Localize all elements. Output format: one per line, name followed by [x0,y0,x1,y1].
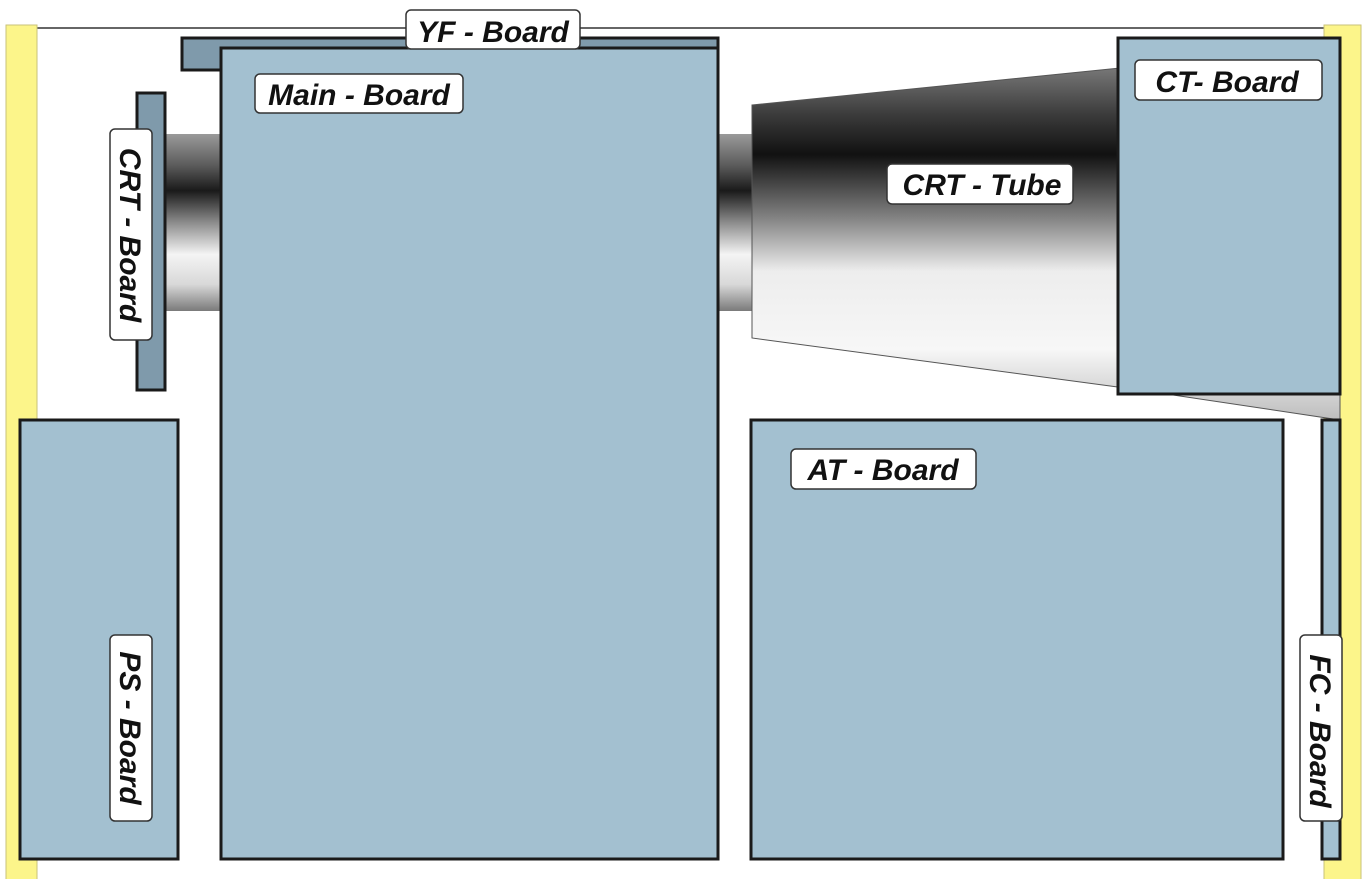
fc-board-label: FC - Board [1299,634,1343,822]
fc-board-label-text: FC - Board [1303,654,1336,808]
at-board [749,418,1285,861]
yf-board-label: YF - Board [405,9,581,50]
yf-board-label-text: YF - Board [417,16,569,49]
main-board [219,46,720,861]
ps-board-label-text: PS - Board [113,651,146,805]
main-board-label-text: Main - Board [268,79,450,112]
ct-board-label-text: CT- Board [1155,66,1299,99]
at-board-label-text: AT - Board [806,454,959,487]
at-board-label: AT - Board [790,448,977,490]
crt-board-label: CRT - Board [109,128,153,341]
ps-board [18,418,180,861]
ps-board-label: PS - Board [109,634,153,822]
main-board-label: Main - Board [254,73,464,114]
crt-board-label-text: CRT - Board [113,148,146,323]
crt-tube-label-text: CRT - Tube [903,169,1062,202]
crt-tube-label: CRT - Tube [886,163,1074,205]
ct-board-label: CT- Board [1134,59,1323,101]
